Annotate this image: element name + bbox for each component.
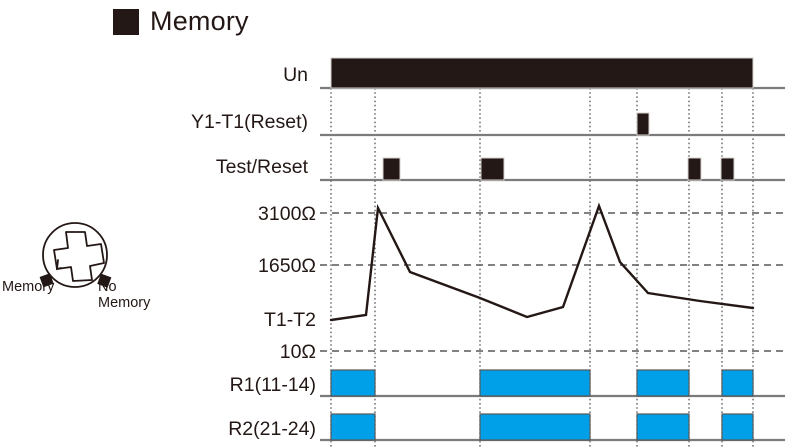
knob-label-no-memory-line2: Memory (98, 294, 151, 311)
filled-square-icon (113, 8, 139, 35)
relay-block-r2-21-24--2 (636, 413, 690, 441)
relay-block-r2-21-24--0 (330, 413, 376, 441)
row-label-un: Un (283, 64, 308, 86)
pulse-un-0 (330, 57, 754, 89)
resistance-curve-t1-t2 (329, 202, 755, 322)
knob-label-no-memory-line1: No (98, 279, 117, 295)
row-label-test-reset: Test/Reset (215, 156, 308, 178)
cross-slot-rotary-switch-icon (39, 222, 112, 288)
pulse-test-reset-1 (480, 157, 505, 181)
row-label-t1-t2: T1-T2 (263, 309, 316, 331)
relay-block-r1-11-14--2 (636, 369, 690, 397)
pulse-test-reset-2 (687, 157, 702, 181)
relay-block-r1-11-14--3 (721, 369, 754, 397)
row-label-r1: R1(11-14) (229, 374, 316, 396)
knob-label-memory: Memory (2, 279, 55, 295)
legend: Memory (113, 8, 249, 35)
axis-tick-10: 10Ω (279, 341, 316, 363)
relay-block-r1-11-14--1 (479, 369, 591, 397)
row-label-r2: R2(21-24) (228, 418, 316, 440)
relay-block-r2-21-24--1 (479, 413, 591, 441)
row-label-y1-t1: Y1-T1(Reset) (190, 111, 308, 133)
relay-block-r2-21-24--3 (721, 413, 754, 441)
pulse-y1-t1-reset--0 (636, 112, 650, 136)
legend-label: Memory (150, 6, 249, 36)
axis-tick-1650: 1650Ω (258, 255, 316, 277)
pulse-test-reset-0 (382, 157, 401, 181)
pulse-test-reset-3 (720, 157, 735, 181)
axis-tick-3100: 3100Ω (258, 203, 316, 225)
relay-block-r1-11-14--0 (330, 369, 376, 397)
